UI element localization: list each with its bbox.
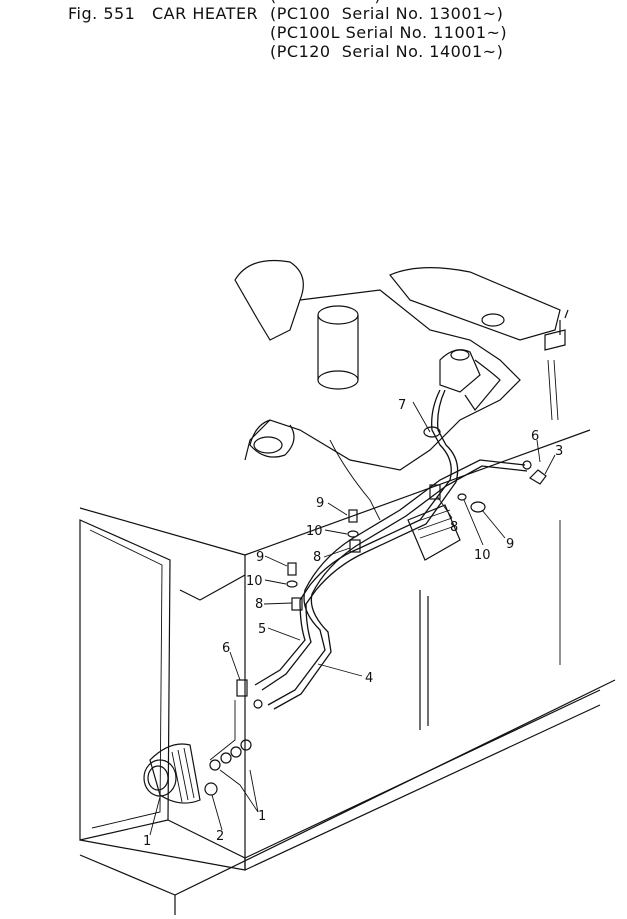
callout-8-mid: 8 xyxy=(313,550,321,565)
callout-7: 7 xyxy=(398,398,406,413)
callout-5: 5 xyxy=(258,622,266,637)
figure-title: CAR HEATER xyxy=(152,4,259,23)
figure-header: Fig. 551 CAR HEATER ( ~) (PC100 Serial N… xyxy=(0,0,627,70)
figure-number: Fig. 551 xyxy=(68,4,136,23)
callout-8-right: 8 xyxy=(450,520,458,535)
cab-outline xyxy=(79,429,616,915)
callout-1-heater: 1 xyxy=(143,834,151,849)
heater-valve xyxy=(439,349,481,393)
callout-8-left: 8 xyxy=(255,597,263,612)
heater-assembly xyxy=(143,679,263,804)
callout-9-mid: 9 xyxy=(316,496,324,511)
callout-3: 3 xyxy=(555,444,563,459)
callout-9-left: 9 xyxy=(256,550,264,565)
callout-1-connectors: 1 xyxy=(258,809,266,824)
callout-4: 4 xyxy=(365,671,373,686)
serial-line-pc120: (PC120 Serial No. 14001~) xyxy=(270,42,504,61)
callout-10-right: 10 xyxy=(474,548,491,563)
duct-box xyxy=(407,504,461,561)
engine-block xyxy=(234,259,569,521)
callout-10-mid: 10 xyxy=(306,524,323,539)
leader-lines xyxy=(149,401,556,836)
callout-6-upper: 6 xyxy=(531,429,539,444)
callout-6-lower: 6 xyxy=(222,641,230,656)
serial-line-pc100l: (PC100L Serial No. 11001~) xyxy=(270,23,508,42)
hose-clamps xyxy=(291,426,441,611)
serial-line-pc100: (PC100 Serial No. 13001~) xyxy=(270,4,504,23)
callout-2: 2 xyxy=(216,829,224,844)
callout-9-right: 9 xyxy=(506,537,514,552)
bolts-washers xyxy=(286,460,547,588)
callout-10-left: 10 xyxy=(246,574,263,589)
serial-line-cut: ( ~) xyxy=(270,0,381,5)
callout-labels: 1 1 2 3 4 5 6 6 7 8 8 8 9 9 9 10 10 10 xyxy=(143,398,563,849)
